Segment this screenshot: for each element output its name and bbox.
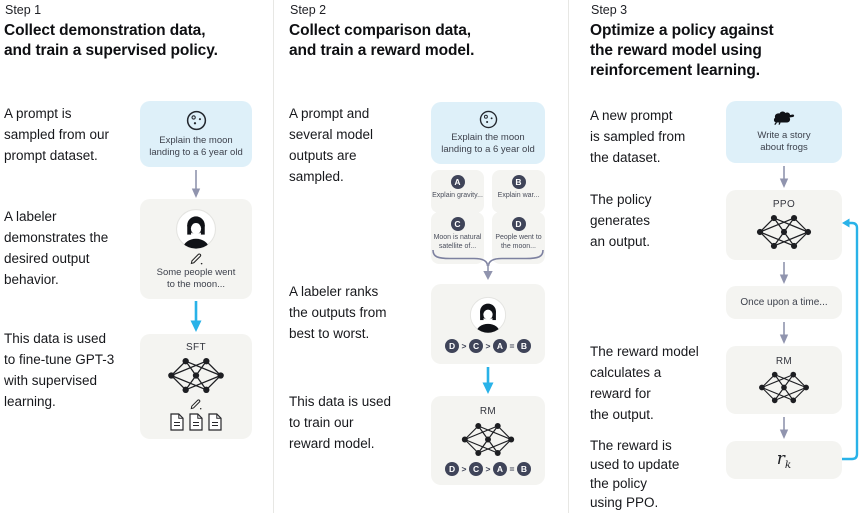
step2-label: Step 2	[290, 3, 327, 17]
output-option-b: B Explain war...	[492, 170, 545, 213]
rank-badge: C	[469, 461, 484, 476]
rank-op: =	[509, 340, 515, 351]
labeler-ranking: D > C > A = B	[445, 338, 531, 353]
moon-icon	[186, 110, 206, 130]
rm-ranking: D > C > A = B	[445, 461, 531, 476]
step1-text-2: A labeler demonstrates the desired outpu…	[4, 209, 109, 287]
pencil-icon	[190, 399, 202, 410]
step2-labeler-box: D > C > A = B	[431, 284, 545, 364]
step3-text-1: A new prompt is sampled from the dataset…	[590, 108, 686, 165]
rank-op: >	[485, 463, 491, 474]
step2-text-3: This data is used to train our reward mo…	[289, 394, 392, 451]
step3-label: Step 3	[591, 3, 628, 17]
arrow-down-cyan-icon	[190, 301, 202, 332]
rm-title: RM	[479, 405, 497, 417]
column-divider-2	[568, 0, 569, 513]
step1-sft-box: SFT	[140, 334, 252, 439]
reward-value: rk	[777, 449, 792, 471]
step3-ppo-box: PPO	[726, 190, 842, 260]
feedback-loop-arrow-icon	[842, 218, 859, 461]
option-a-text: Explain gravity...	[432, 192, 483, 199]
rank-badge: B	[516, 338, 531, 353]
step3-output-box: Once upon a time...	[726, 286, 842, 319]
step2-heading: Collect comparison data, and train a rew…	[289, 22, 475, 59]
step1-prompt-box: Explain the moon landing to a 6 year old	[140, 101, 252, 167]
arrow-down-icon	[779, 417, 789, 439]
step3-rm-box: RM	[726, 346, 842, 414]
option-b-text: Explain war...	[497, 192, 540, 199]
documents-icon	[170, 413, 222, 431]
step3-prompt-text: Write a story about frogs	[757, 130, 811, 153]
step3-text-3: The reward model calculates a reward for…	[590, 344, 699, 422]
rank-op: >	[485, 340, 491, 351]
step3-text-4: The reward is used to update the policy …	[590, 438, 680, 510]
rank-badge: B	[516, 461, 531, 476]
frog-icon	[773, 111, 795, 125]
option-d-badge: D	[511, 217, 526, 231]
reward-subscript: k	[784, 459, 792, 472]
step1-label: Step 1	[5, 3, 42, 17]
step2-rm-box: RM D > C > A = B	[431, 396, 545, 485]
step1-demonstration-text: Some people went to the moon...	[156, 266, 236, 290]
rank-op: >	[461, 340, 467, 351]
rank-op: =	[509, 463, 515, 474]
step1-text-3: This data is used to fine-tune GPT-3 wit…	[4, 331, 115, 409]
step2-text-2: A labeler ranks the outputs from best to…	[289, 284, 387, 341]
brace-arrow-icon	[432, 249, 544, 280]
step1-labeler-box: Some people went to the moon...	[140, 199, 252, 299]
rank-badge: A	[492, 338, 507, 353]
arrow-down-icon	[779, 166, 789, 188]
ppo-title: PPO	[772, 199, 796, 210]
output-option-a: A Explain gravity...	[431, 170, 484, 213]
rank-op: >	[461, 463, 467, 474]
moon-icon	[479, 110, 497, 129]
neural-network-icon	[168, 358, 224, 393]
reward-symbol: r	[776, 448, 785, 469]
rank-badge: A	[492, 461, 507, 476]
rank-badge: D	[445, 461, 460, 476]
option-c-text: Moon is natural satellite of...	[433, 234, 482, 250]
option-a-badge: A	[450, 175, 465, 189]
step3-prompt-box: Write a story about frogs	[726, 101, 842, 163]
option-c-badge: C	[450, 217, 465, 231]
step3-text-2: The policy generates an output.	[590, 192, 652, 249]
output-option-c: C Moon is natural satellite of...	[431, 212, 484, 264]
arrow-down-cyan-icon	[482, 367, 494, 394]
option-b-badge: B	[511, 175, 526, 189]
step3-heading: Optimize a policy against the reward mod…	[590, 22, 774, 79]
sft-title: SFT	[185, 342, 207, 353]
rank-badge: C	[469, 338, 484, 353]
step1-heading: Collect demonstration data, and train a …	[4, 22, 218, 59]
neural-network-icon	[759, 371, 809, 403]
pencil-icon	[190, 253, 202, 264]
arrow-down-icon	[191, 170, 201, 198]
person-avatar-icon	[176, 208, 216, 249]
option-d-text: People went to the moon...	[495, 234, 542, 250]
arrow-down-icon	[779, 262, 789, 284]
step1-text-1: A prompt is sampled from our prompt data…	[4, 106, 110, 163]
person-avatar-icon	[469, 296, 507, 333]
output-option-d: D People went to the moon...	[492, 212, 545, 264]
step2-prompt-box: Explain the moon landing to a 6 year old	[431, 102, 545, 164]
step3-reward-box: rk	[726, 441, 842, 479]
step1-prompt-text: Explain the moon landing to a 6 year old	[149, 134, 243, 158]
step2-prompt-text: Explain the moon landing to a 6 year old	[441, 132, 535, 155]
neural-network-icon	[461, 422, 515, 456]
neural-network-icon	[756, 214, 812, 250]
step2-text-1: A prompt and several model outputs are s…	[289, 106, 374, 184]
step3-output-text: Once upon a time...	[740, 296, 828, 308]
arrow-down-icon	[779, 322, 789, 344]
rm-title: RM	[775, 355, 793, 367]
rank-badge: D	[445, 338, 460, 353]
column-divider-1	[273, 0, 274, 513]
